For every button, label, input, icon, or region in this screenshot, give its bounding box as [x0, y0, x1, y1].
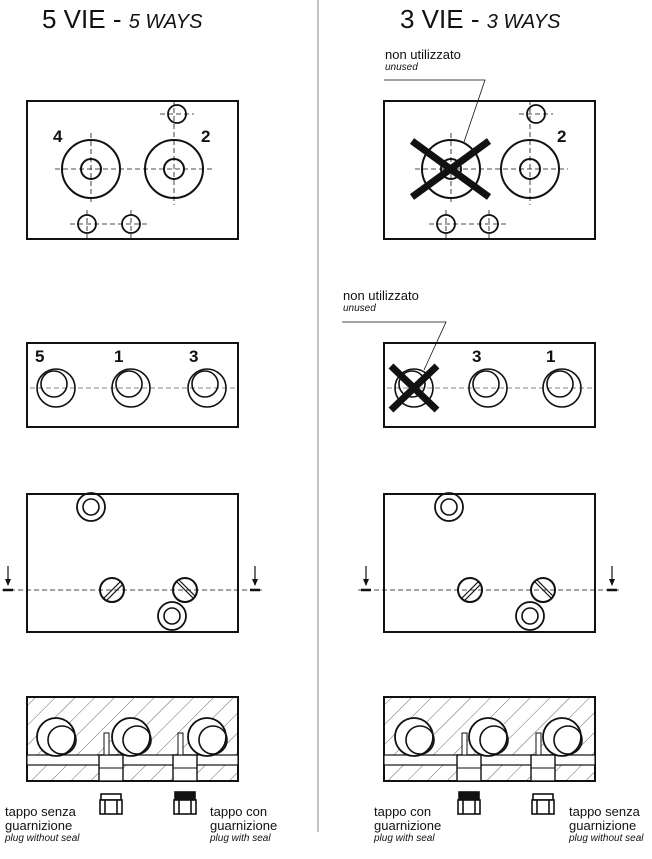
- unused-label-en: unused: [343, 303, 376, 314]
- left-section-bottom-hole: [157, 601, 187, 631]
- left-section-screw-right: [172, 577, 198, 603]
- unused-cross-top: [409, 138, 492, 200]
- plug-without-seal-icon: [531, 793, 555, 815]
- port-label-1: 1: [114, 347, 124, 366]
- port-label-4: 4: [53, 127, 63, 146]
- port-label-5: 5: [35, 347, 45, 366]
- right-section-block: [383, 493, 596, 633]
- port-label-3: 3: [189, 347, 199, 366]
- plug-label-right-5: tappo con guarnizione plug with seal: [210, 791, 277, 859]
- title-5-ways: 5 VIE - 5 WAYS: [42, 4, 202, 35]
- unused-label-mid: non utilizzato unused: [343, 289, 419, 315]
- left-section-top-hole: [76, 492, 106, 522]
- left-section-arrow-left: [3, 566, 13, 592]
- left-section-screw-center: [99, 577, 125, 603]
- unused-leader-top: [384, 79, 486, 143]
- right-top-block: [383, 100, 596, 240]
- port-label-2: 2: [557, 127, 567, 146]
- left-bottom-section: [26, 696, 239, 782]
- plug-label-right-3: tappo senza guarnizione plug without sea…: [569, 791, 644, 859]
- plug-label-it: tappo senza guarnizione: [5, 804, 76, 833]
- title-3-ways-en: 3 WAYS: [486, 11, 561, 33]
- plug-label-left-3: tappo con guarnizione plug with seal: [374, 791, 441, 859]
- unused-leader-mid: [342, 321, 447, 371]
- port-label-3: 3: [472, 347, 482, 366]
- plug-without-seal-icon: [99, 793, 123, 815]
- port-label-1: 1: [546, 347, 556, 366]
- port-label-2: 2: [201, 127, 211, 146]
- plug-label-en: plug without seal: [5, 833, 80, 844]
- left-section-arrow-right: [250, 566, 260, 592]
- unused-label-en: unused: [385, 62, 418, 73]
- plug-label-left-5: tappo senza guarnizione plug without sea…: [5, 791, 80, 859]
- unused-label-it: non utilizzato: [385, 47, 461, 62]
- left-mid-block: [26, 342, 239, 428]
- unused-cross-mid: [388, 363, 440, 413]
- right-bottom-section: [383, 696, 596, 782]
- title-5-ways-en: 5 WAYS: [128, 11, 203, 33]
- unused-label-it: non utilizzato: [343, 288, 419, 303]
- plug-label-it: tappo con guarnizione: [210, 804, 278, 833]
- plug-label-en: plug with seal: [374, 833, 435, 844]
- left-section-block: [26, 493, 239, 633]
- title-3-ways-it: 3 VIE -: [400, 4, 487, 34]
- unused-label-top: non utilizzato unused: [385, 48, 461, 74]
- title-5-ways-it: 5 VIE -: [42, 4, 129, 34]
- technical-drawing: [2, 0, 620, 832]
- plug-label-it: tappo con guarnizione: [374, 804, 442, 833]
- title-3-ways: 3 VIE - 3 WAYS: [400, 4, 560, 35]
- plug-with-seal-icon: [173, 791, 197, 815]
- plug-label-en: plug without seal: [569, 833, 644, 844]
- plug-label-en: plug with seal: [210, 833, 271, 844]
- left-top-block: [26, 100, 239, 240]
- plug-with-seal-icon: [457, 791, 481, 815]
- plug-label-it: tappo senza guarnizione: [569, 804, 640, 833]
- right-mid-block: [383, 342, 596, 428]
